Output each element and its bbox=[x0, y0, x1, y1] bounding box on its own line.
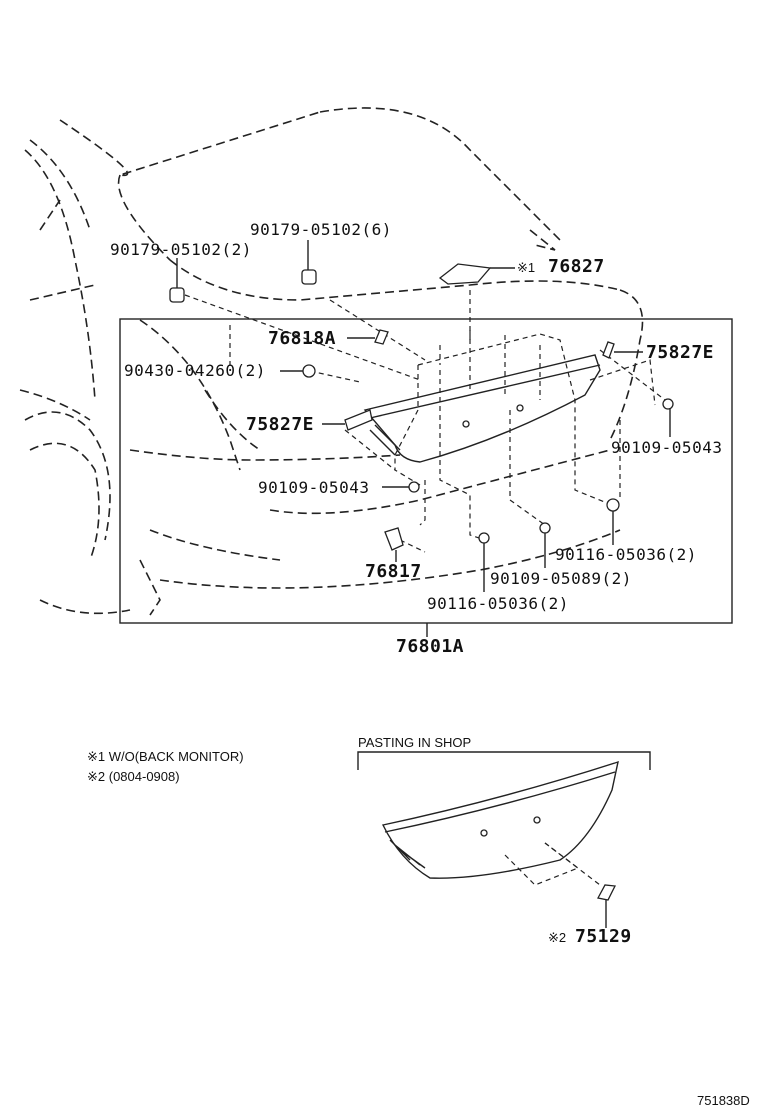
callout-75827e-right: 75827E bbox=[646, 342, 715, 363]
car-body-outline bbox=[19, 107, 644, 616]
assembly-group-box bbox=[119, 318, 733, 624]
back-door-garnish bbox=[363, 354, 601, 463]
leader-lines bbox=[176, 240, 671, 592]
callout-90109-05089: 90109-05089(2) bbox=[490, 569, 632, 588]
callout-90179-05102-6: 90179-05102(6) bbox=[250, 220, 392, 239]
callout-90109-05043-left: 90109-05043 bbox=[258, 478, 370, 497]
callout-90109-05043-right: 90109-05043 bbox=[611, 438, 723, 457]
garnish-pasting bbox=[381, 760, 619, 928]
note-mark-1: ※1 bbox=[517, 260, 536, 275]
pasting-in-shop-bracket bbox=[357, 751, 651, 770]
callout-75129: 75129 bbox=[575, 926, 632, 947]
callout-76827: 76827 bbox=[548, 256, 605, 277]
pasting-in-shop-label: PASTING IN SHOP bbox=[358, 735, 472, 750]
note-back-monitor: ※1 W/O(BACK MONITOR) bbox=[87, 749, 244, 764]
figure-id: 751838D bbox=[697, 1093, 750, 1108]
reference-lines bbox=[184, 290, 666, 553]
callout-90116-05036-right: 90116-05036(2) bbox=[555, 545, 697, 564]
callout-76801a: 76801A bbox=[396, 636, 465, 657]
callout-76818a: 76818A bbox=[268, 328, 337, 349]
callout-76817: 76817 bbox=[365, 561, 422, 582]
note-mark-2: ※2 bbox=[548, 930, 567, 945]
small-parts bbox=[169, 263, 674, 551]
note-date-range: ※2 (0804-0908) bbox=[87, 769, 180, 784]
callout-90430-04260: 90430-04260(2) bbox=[124, 361, 266, 380]
callout-90116-05036-bottom: 90116-05036(2) bbox=[427, 594, 569, 613]
callout-90179-05102-2: 90179-05102(2) bbox=[110, 240, 252, 259]
callout-75827e-left: 75827E bbox=[246, 414, 315, 435]
